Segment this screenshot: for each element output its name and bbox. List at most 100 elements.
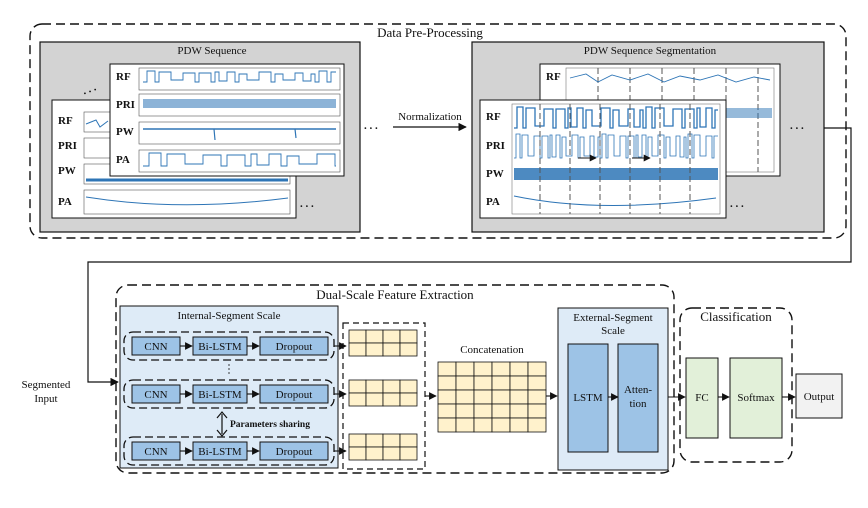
concatenation-grid-cell (437, 375, 457, 391)
segmentation-front-label-pri: PRI (486, 140, 505, 152)
segmentation-title: PDW Sequence Segmentation (584, 45, 717, 57)
feature-grid-1-cell (382, 342, 401, 357)
segmentation-front-signal-rf (514, 106, 718, 129)
attention-label-line2: tion (629, 398, 647, 410)
segmentation-back-band (720, 108, 772, 118)
internal-segment-scale-title: Internal-Segment Scale (178, 310, 281, 322)
pdw-front-label-pa: PA (116, 154, 130, 166)
dropout-block-3 (259, 441, 329, 461)
concatenation-grid (437, 361, 547, 433)
concatenation-grid-cell (509, 375, 529, 391)
segmentation-front-signal-pri (514, 133, 718, 159)
output-block (795, 373, 843, 419)
feature-grid-3 (348, 433, 418, 461)
pdw-sequence-ellipsis: . . . (300, 198, 314, 210)
concatenation-grid-cell (437, 389, 457, 405)
feature-grid-2-cell (382, 392, 401, 407)
pdw-front-label-pri: PRI (116, 99, 135, 111)
feature-grid-3-cell (382, 446, 401, 461)
pdw-front-label-pw: PW (116, 126, 134, 138)
pdw-back-plot-pa (83, 189, 291, 215)
dropout-block-1 (259, 336, 329, 356)
segmentation-back-signal (569, 73, 771, 83)
feature-grid-2-cell (348, 392, 367, 407)
bilstm-label-2: Bi-LSTM (198, 389, 242, 401)
feature-grid-2 (348, 379, 418, 407)
dropout-label-1: Dropout (276, 341, 313, 353)
feature-grid-3-cell (382, 433, 401, 448)
concatenation-grid-cell (473, 361, 493, 377)
fc-block (685, 357, 719, 439)
dropout-label-3: Dropout (276, 446, 313, 458)
lstm-block (567, 343, 609, 453)
feature-grid-3-cell (365, 446, 384, 461)
feature-grid-1-cell (382, 329, 401, 344)
pdw-panel-ellipsis: . . . (364, 120, 378, 132)
segmentation-front-label-rf: RF (486, 111, 501, 123)
concatenation-grid-cell (473, 389, 493, 405)
concatenation-grid-cell (473, 417, 493, 433)
pdw-front-plot-pw (138, 121, 341, 145)
pdw-sequence-title: PDW Sequence (177, 45, 246, 57)
segmentation-front-dividers (539, 104, 691, 214)
bilstm-label-1: Bi-LSTM (198, 341, 242, 353)
feature-grid-1-cell (365, 342, 384, 357)
feature-grid-2-cell (365, 379, 384, 394)
feature-grid-1 (348, 329, 418, 357)
dropout-label-2: Dropout (276, 389, 313, 401)
concatenation-grid-cell (437, 361, 457, 377)
bilstm-label-3: Bi-LSTM (198, 446, 242, 458)
feature-grid-2-cell (399, 392, 418, 407)
parameters-sharing-label: Parameters sharing (230, 420, 310, 430)
concatenation-grid-cell (473, 403, 493, 419)
concatenation-grid-cell (491, 389, 511, 405)
lstm-label: LSTM (573, 392, 603, 404)
concatenation-grid-cell (455, 417, 475, 433)
pdw-back-signal-rf (85, 119, 109, 128)
feature-grid-1-cell (348, 342, 367, 357)
concatenation-grid-cell (527, 417, 547, 433)
feature-grid-1-cell (399, 342, 418, 357)
feature-extraction-container (115, 284, 675, 474)
segmentation-front-label-pw: PW (486, 168, 504, 180)
concatenation-grid-cell (437, 403, 457, 419)
external-segment-scale-title-line2: Scale (601, 325, 625, 337)
concatenation-label: Concatenation (460, 344, 524, 356)
fc-label: FC (695, 392, 708, 404)
feature-grid-2-cell (365, 392, 384, 407)
concatenation-grid-cell (509, 389, 529, 405)
pdw-front-signal-pa (143, 152, 336, 167)
feature-grid-2-cell (399, 379, 418, 394)
concatenation-grid-cell (455, 403, 475, 419)
pdw-front-plot-rf (138, 67, 341, 91)
segmentation-ellipsis: . . . (730, 198, 744, 210)
cnn-label-2: CNN (144, 389, 167, 401)
feature-grid-3-cell (348, 433, 367, 448)
concatenation-grid-cell (509, 403, 529, 419)
concatenation-grid-cell (491, 361, 511, 377)
classification-title: Classification (700, 309, 772, 324)
feature-grid-3-cell (365, 433, 384, 448)
softmax-block (729, 357, 783, 439)
dropout-block-2 (259, 384, 329, 404)
segmented-input-label-line1: Segmented (22, 379, 71, 391)
pdw-back-label-rf: RF (58, 115, 73, 127)
concatenation-grid-cell (455, 375, 475, 391)
parameters-sharing-arrow (216, 411, 228, 437)
concatenation-grid-cell (437, 417, 457, 433)
attention-label-line1: Atten- (624, 384, 652, 396)
concatenation-grid-cell (491, 417, 511, 433)
concatenation-grid-cell (527, 361, 547, 377)
segmentation-front-signal-pa (513, 195, 717, 207)
feature-grid-3-cell (399, 433, 418, 448)
pdw-front-signal-pri (143, 99, 336, 108)
feature-extraction-title: Dual-Scale Feature Extraction (316, 287, 474, 302)
pdw-front-signal-pw-spikes (213, 128, 297, 141)
pdw-back-signal-pa (85, 196, 289, 206)
output-label: Output (804, 391, 835, 403)
feature-grid-2-cell (382, 379, 401, 394)
cnn-label-1: CNN (144, 341, 167, 353)
cnn-label-3: CNN (144, 446, 167, 458)
external-segment-scale-title-line1: External-Segment (573, 312, 652, 324)
